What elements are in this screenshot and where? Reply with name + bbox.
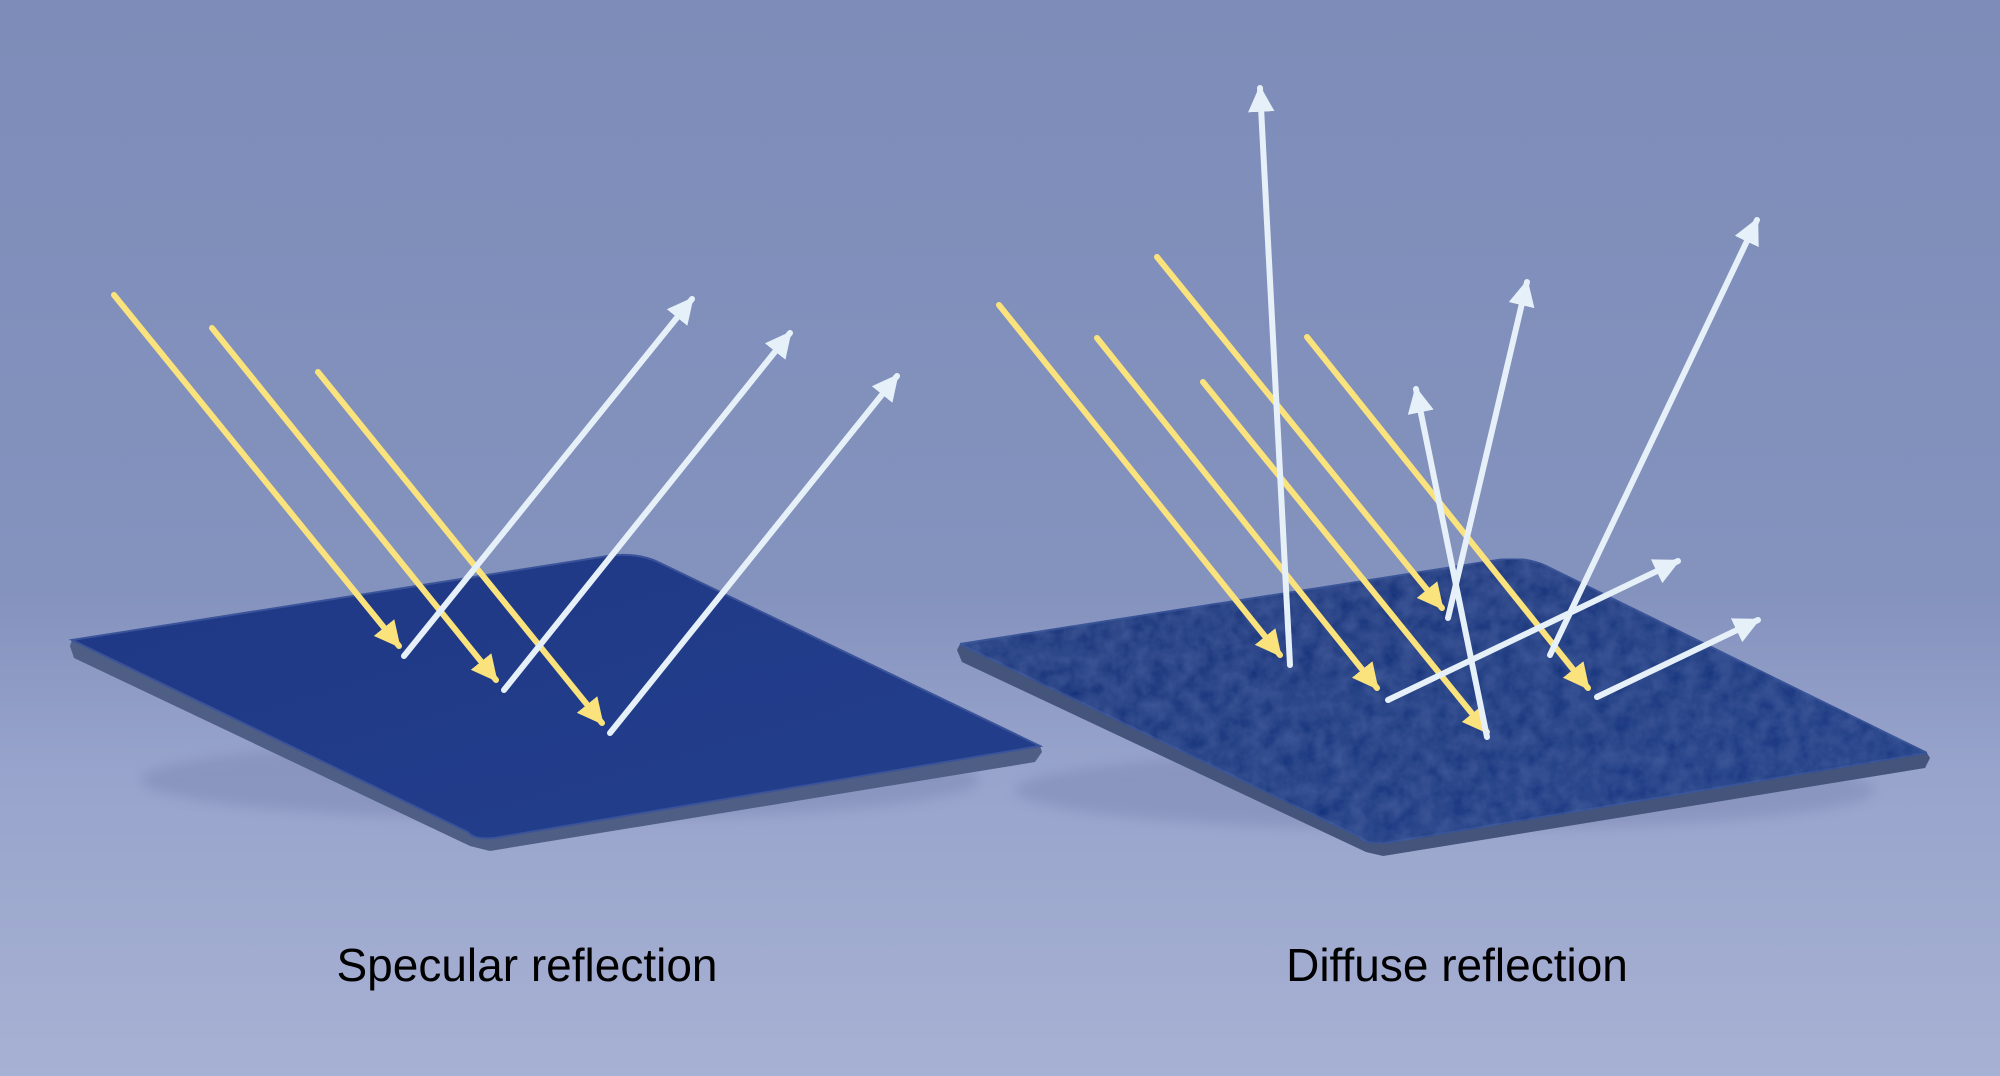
diffuse-diagram [956, 85, 1931, 856]
reflected-ray [607, 373, 900, 736]
diffuse-rays [996, 85, 1761, 740]
reflected-ray [1407, 386, 1490, 740]
incident-ray [996, 302, 1283, 658]
incident-ray [111, 292, 402, 649]
specular-rays [111, 292, 900, 736]
rough-surface-edge [957, 644, 1930, 856]
rough-surface [956, 557, 1931, 845]
incident-ray [1094, 335, 1380, 691]
diffuse-reflection-caption: Diffuse reflection [1286, 939, 1628, 991]
smooth-surface [68, 553, 1044, 840]
reflected-ray [1445, 279, 1535, 621]
incident-ray [1154, 254, 1445, 611]
smooth-surface-edge [70, 640, 1042, 851]
incident-ray [315, 369, 605, 726]
reflected-ray [1385, 558, 1681, 703]
incident-ray [209, 325, 499, 683]
specular-diagram [68, 292, 1044, 851]
specular-reflection-caption: Specular reflection [336, 939, 718, 991]
reflected-ray [501, 330, 793, 693]
reflected-ray [1594, 617, 1761, 700]
reflected-ray [401, 296, 695, 659]
reflected-ray [1547, 217, 1760, 658]
reflected-ray [1248, 85, 1293, 668]
